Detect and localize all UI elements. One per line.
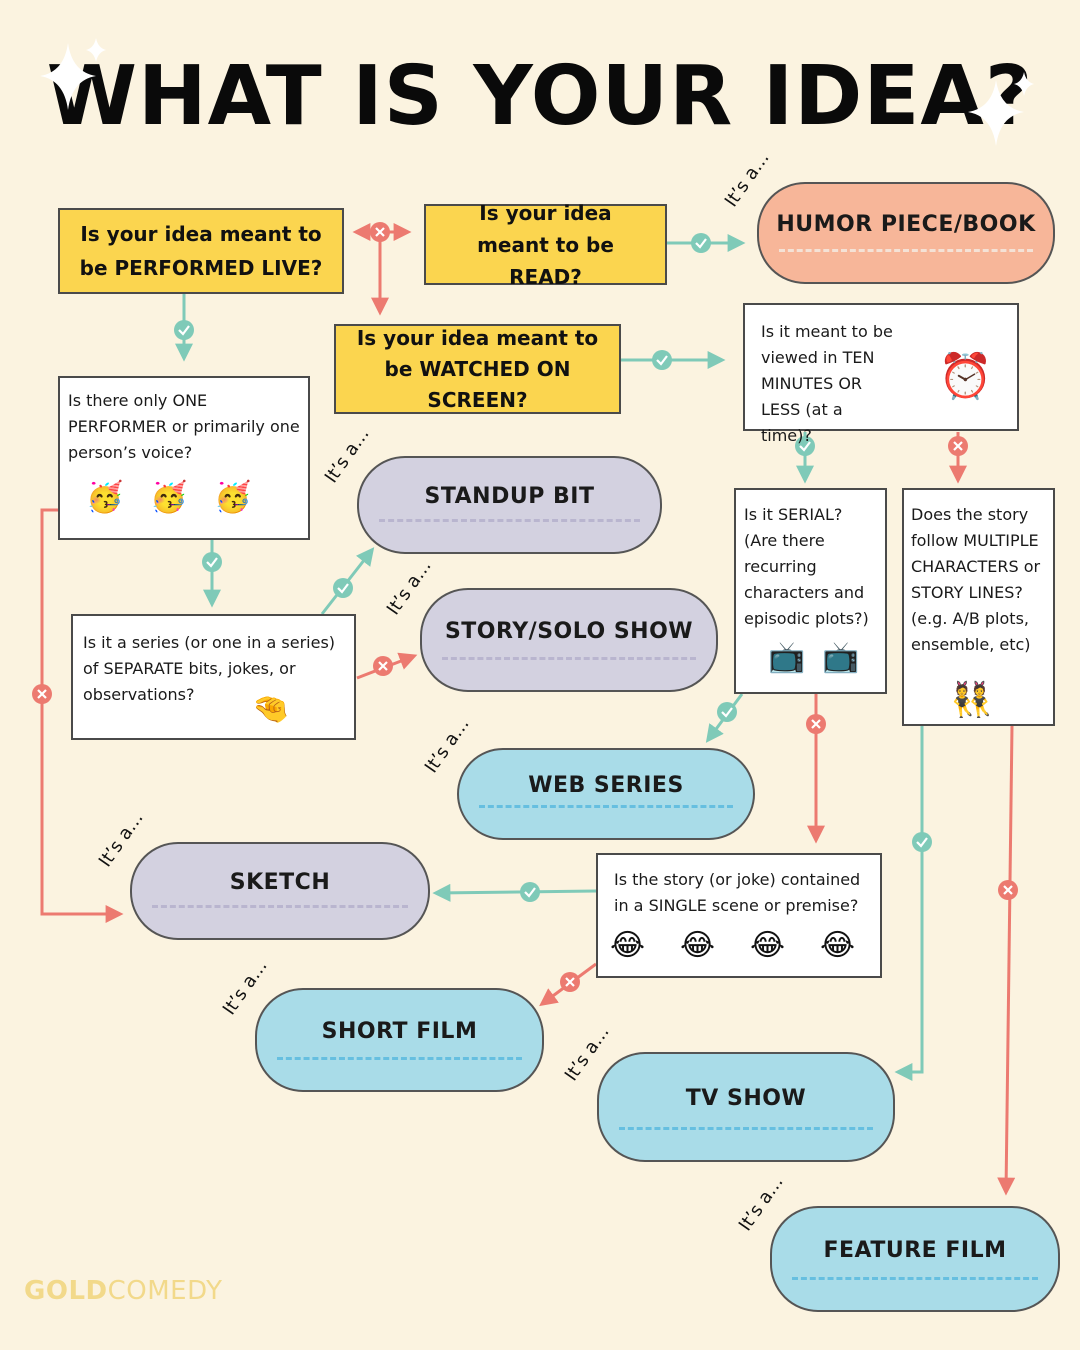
party-face-icon: 🥳 [150, 480, 188, 515]
question-performed-live: Is your idea meant to be PERFORMED LIVE? [58, 208, 344, 294]
logo-gold: GOLD [24, 1276, 108, 1306]
outcome-label: WEB SERIES [528, 772, 684, 798]
outcome-label: FEATURE FILM [823, 1237, 1007, 1263]
question-serial: Is it SERIAL? (Are there recurring chara… [734, 488, 887, 694]
laughing-face-icon: 😂 [680, 928, 716, 963]
logo-comedy: COMEDY [107, 1276, 223, 1306]
dancers-icon: 👯 [950, 680, 993, 720]
outcome-label: STORY/SOLO SHOW [444, 618, 694, 644]
party-face-icon: 🥳 [214, 480, 252, 515]
tv-icon: 📺 [768, 640, 806, 675]
sparkle-icon [40, 38, 106, 110]
question-ten-minutes: Is it meant to be viewed in TEN MINUTES … [743, 303, 1019, 445]
question-single-scene: Is the story (or joke) contained in a SI… [596, 853, 882, 978]
question-text: Is there only ONE PERFORMER or primarily… [68, 391, 300, 462]
pinching-hand-icon: 🤏 [252, 692, 290, 727]
outcome-story-solo-show: STORY/SOLO SHOW [420, 588, 718, 692]
question-one-performer: Is there only ONE PERFORMER or primarily… [58, 376, 310, 540]
laughing-face-icon: 😂 [610, 928, 646, 963]
outcome-sketch: SKETCH [130, 842, 430, 940]
question-text: Is it meant to be viewed in TEN MINUTES … [761, 322, 893, 445]
outcome-web-series: WEB SERIES [457, 748, 755, 840]
question-watched-on-screen: Is your idea meant to be WATCHED ON SCRE… [334, 324, 621, 414]
question-text: Is it SERIAL? (Are there recurring chara… [744, 505, 869, 628]
outcome-label: STANDUP BIT [424, 483, 595, 509]
question-text: Is it a series (or one in a series) of S… [83, 633, 336, 704]
question-read: Is your idea meant to be READ? [424, 201, 667, 289]
outcome-standup-bit: STANDUP BIT [357, 456, 662, 554]
outcome-label: HUMOR PIECE/BOOK [776, 211, 1036, 237]
gold-comedy-logo: GOLDCOMEDY [24, 1276, 223, 1306]
tv-icon: 📺 [822, 640, 860, 675]
outcome-tv-show: TV SHOW [597, 1052, 895, 1162]
question-text: Is the story (or joke) contained in a SI… [614, 870, 861, 915]
outcome-feature-film: FEATURE FILM [770, 1206, 1060, 1312]
outcome-short-film: SHORT FILM [255, 988, 544, 1092]
laughing-face-icon: 😂 [750, 928, 786, 963]
outcome-humor-piece: HUMOR PIECE/BOOK [757, 182, 1055, 284]
outcome-label: TV SHOW [685, 1085, 807, 1111]
outcome-label: SHORT FILM [321, 1018, 478, 1044]
alarm-clock-icon: ⏰ [938, 351, 993, 402]
laughing-face-icon: 😂 [820, 928, 856, 963]
question-multiple-storylines: Does the story follow MULTIPLE CHARACTER… [902, 488, 1055, 726]
sparkle-icon [968, 72, 1034, 146]
question-series-bits: Is it a series (or one in a series) of S… [71, 614, 356, 740]
outcome-label: SKETCH [229, 869, 331, 895]
page-title: WHAT IS YOUR IDEA? [46, 49, 1034, 144]
question-text: Does the story follow MULTIPLE CHARACTER… [911, 505, 1041, 654]
party-face-icon: 🥳 [86, 480, 124, 515]
